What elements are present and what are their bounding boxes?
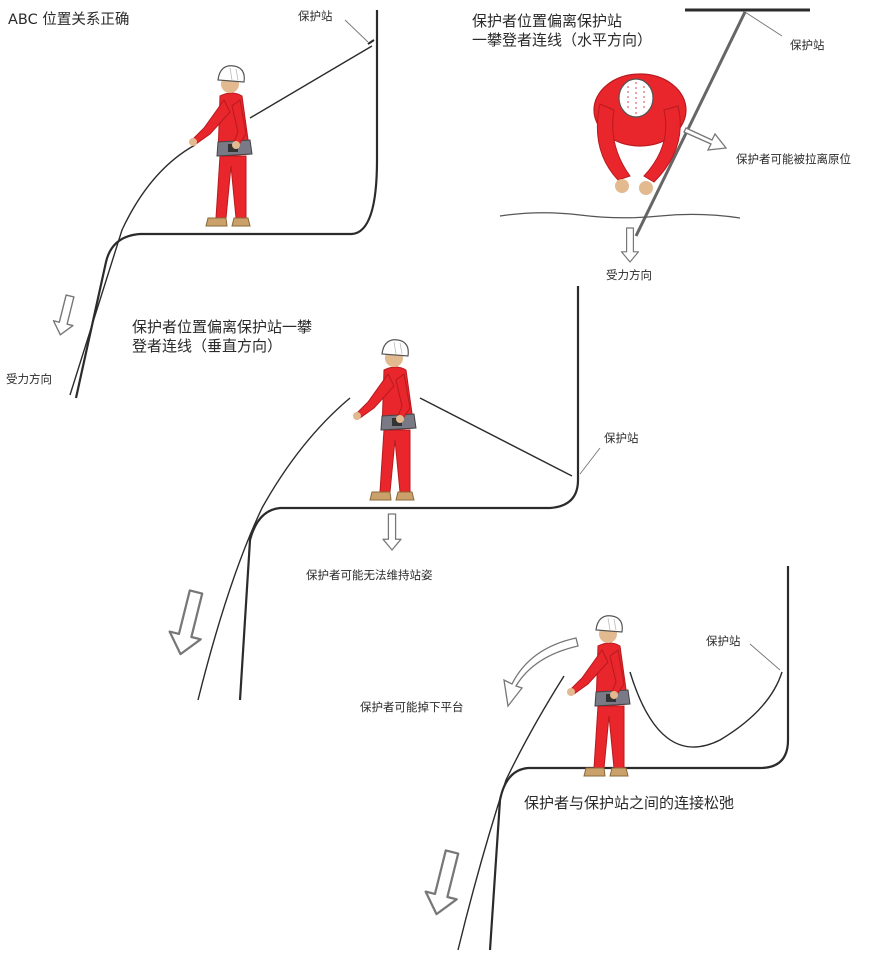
panel-d-caption: 保护者与保护站之间的连接松弛 — [524, 794, 735, 812]
panel-a-title: ABC 位置关系正确 — [8, 12, 130, 28]
panel-a-climber-rope — [69, 144, 196, 396]
panel-a-belayer — [188, 65, 253, 227]
panel-a — [49, 10, 379, 399]
panel-c-risk-label: 保护者可能无法维持站姿 — [306, 568, 433, 582]
panel-a-anchor-leader — [344, 19, 369, 43]
panel-b-edge-line — [499, 212, 741, 219]
panel-c-belayer — [352, 339, 417, 501]
panel-d-force-arrow — [419, 847, 469, 920]
panel-b-pull-arrow — [683, 127, 728, 151]
panel-d-fall-arrow — [503, 637, 579, 708]
panel-d-ledge-outline — [488, 566, 790, 951]
panel-d-anchor-label: 保护站 — [706, 634, 741, 648]
panel-c-title-line2: 登者连线（垂直方向） — [132, 336, 283, 355]
panel-a-anchor-rope — [249, 45, 373, 119]
panel-d-risk-label: 保护者可能掉下平台 — [360, 700, 464, 714]
panel-c-anchor-rope — [419, 397, 573, 477]
panel-a-ledge-outline — [74, 10, 379, 399]
panel-a-anchor-label: 保护站 — [298, 9, 333, 23]
panel-b-anchor-label: 保护站 — [790, 38, 825, 52]
panel-b-force-label: 受力方向 — [606, 268, 652, 282]
panel-c-climber-rope — [197, 397, 351, 701]
panel-a-force-arrow — [49, 292, 81, 338]
panel-b-title: 保护者位置偏离保护站 一攀登者连线（水平方向） — [472, 12, 652, 50]
panel-c-down-arrow — [382, 513, 402, 551]
panel-b-risk-label: 保护者可能被拉离原位 — [736, 152, 851, 166]
panel-d-climber-rope — [457, 675, 565, 951]
panel-c-title-line1: 保护者位置偏离保护站一攀 — [132, 318, 313, 336]
panel-b-anchor-leader — [744, 11, 783, 37]
panel-d-anchor-leader — [749, 643, 781, 671]
panel-b — [499, 8, 810, 263]
panel-c-anchor-label: 保护站 — [604, 431, 639, 445]
panel-d — [419, 566, 790, 951]
panel-c-force-arrow — [163, 587, 213, 660]
panel-d-slack-rope — [629, 671, 783, 748]
panel-c — [163, 286, 601, 701]
panel-b-rope — [634, 11, 747, 237]
panel-c-title: 保护者位置偏离保护站一攀 登者连线（垂直方向） — [132, 318, 312, 356]
panel-b-title-line1: 保护者位置偏离保护站 — [472, 12, 623, 30]
panel-b-belayer — [593, 73, 687, 195]
panel-c-ledge-outline — [238, 286, 580, 701]
panel-c-anchor-leader — [579, 447, 601, 475]
panel-b-title-line2: 一攀登者连线（水平方向） — [472, 30, 653, 49]
panel-a-force-label: 受力方向 — [6, 372, 52, 386]
